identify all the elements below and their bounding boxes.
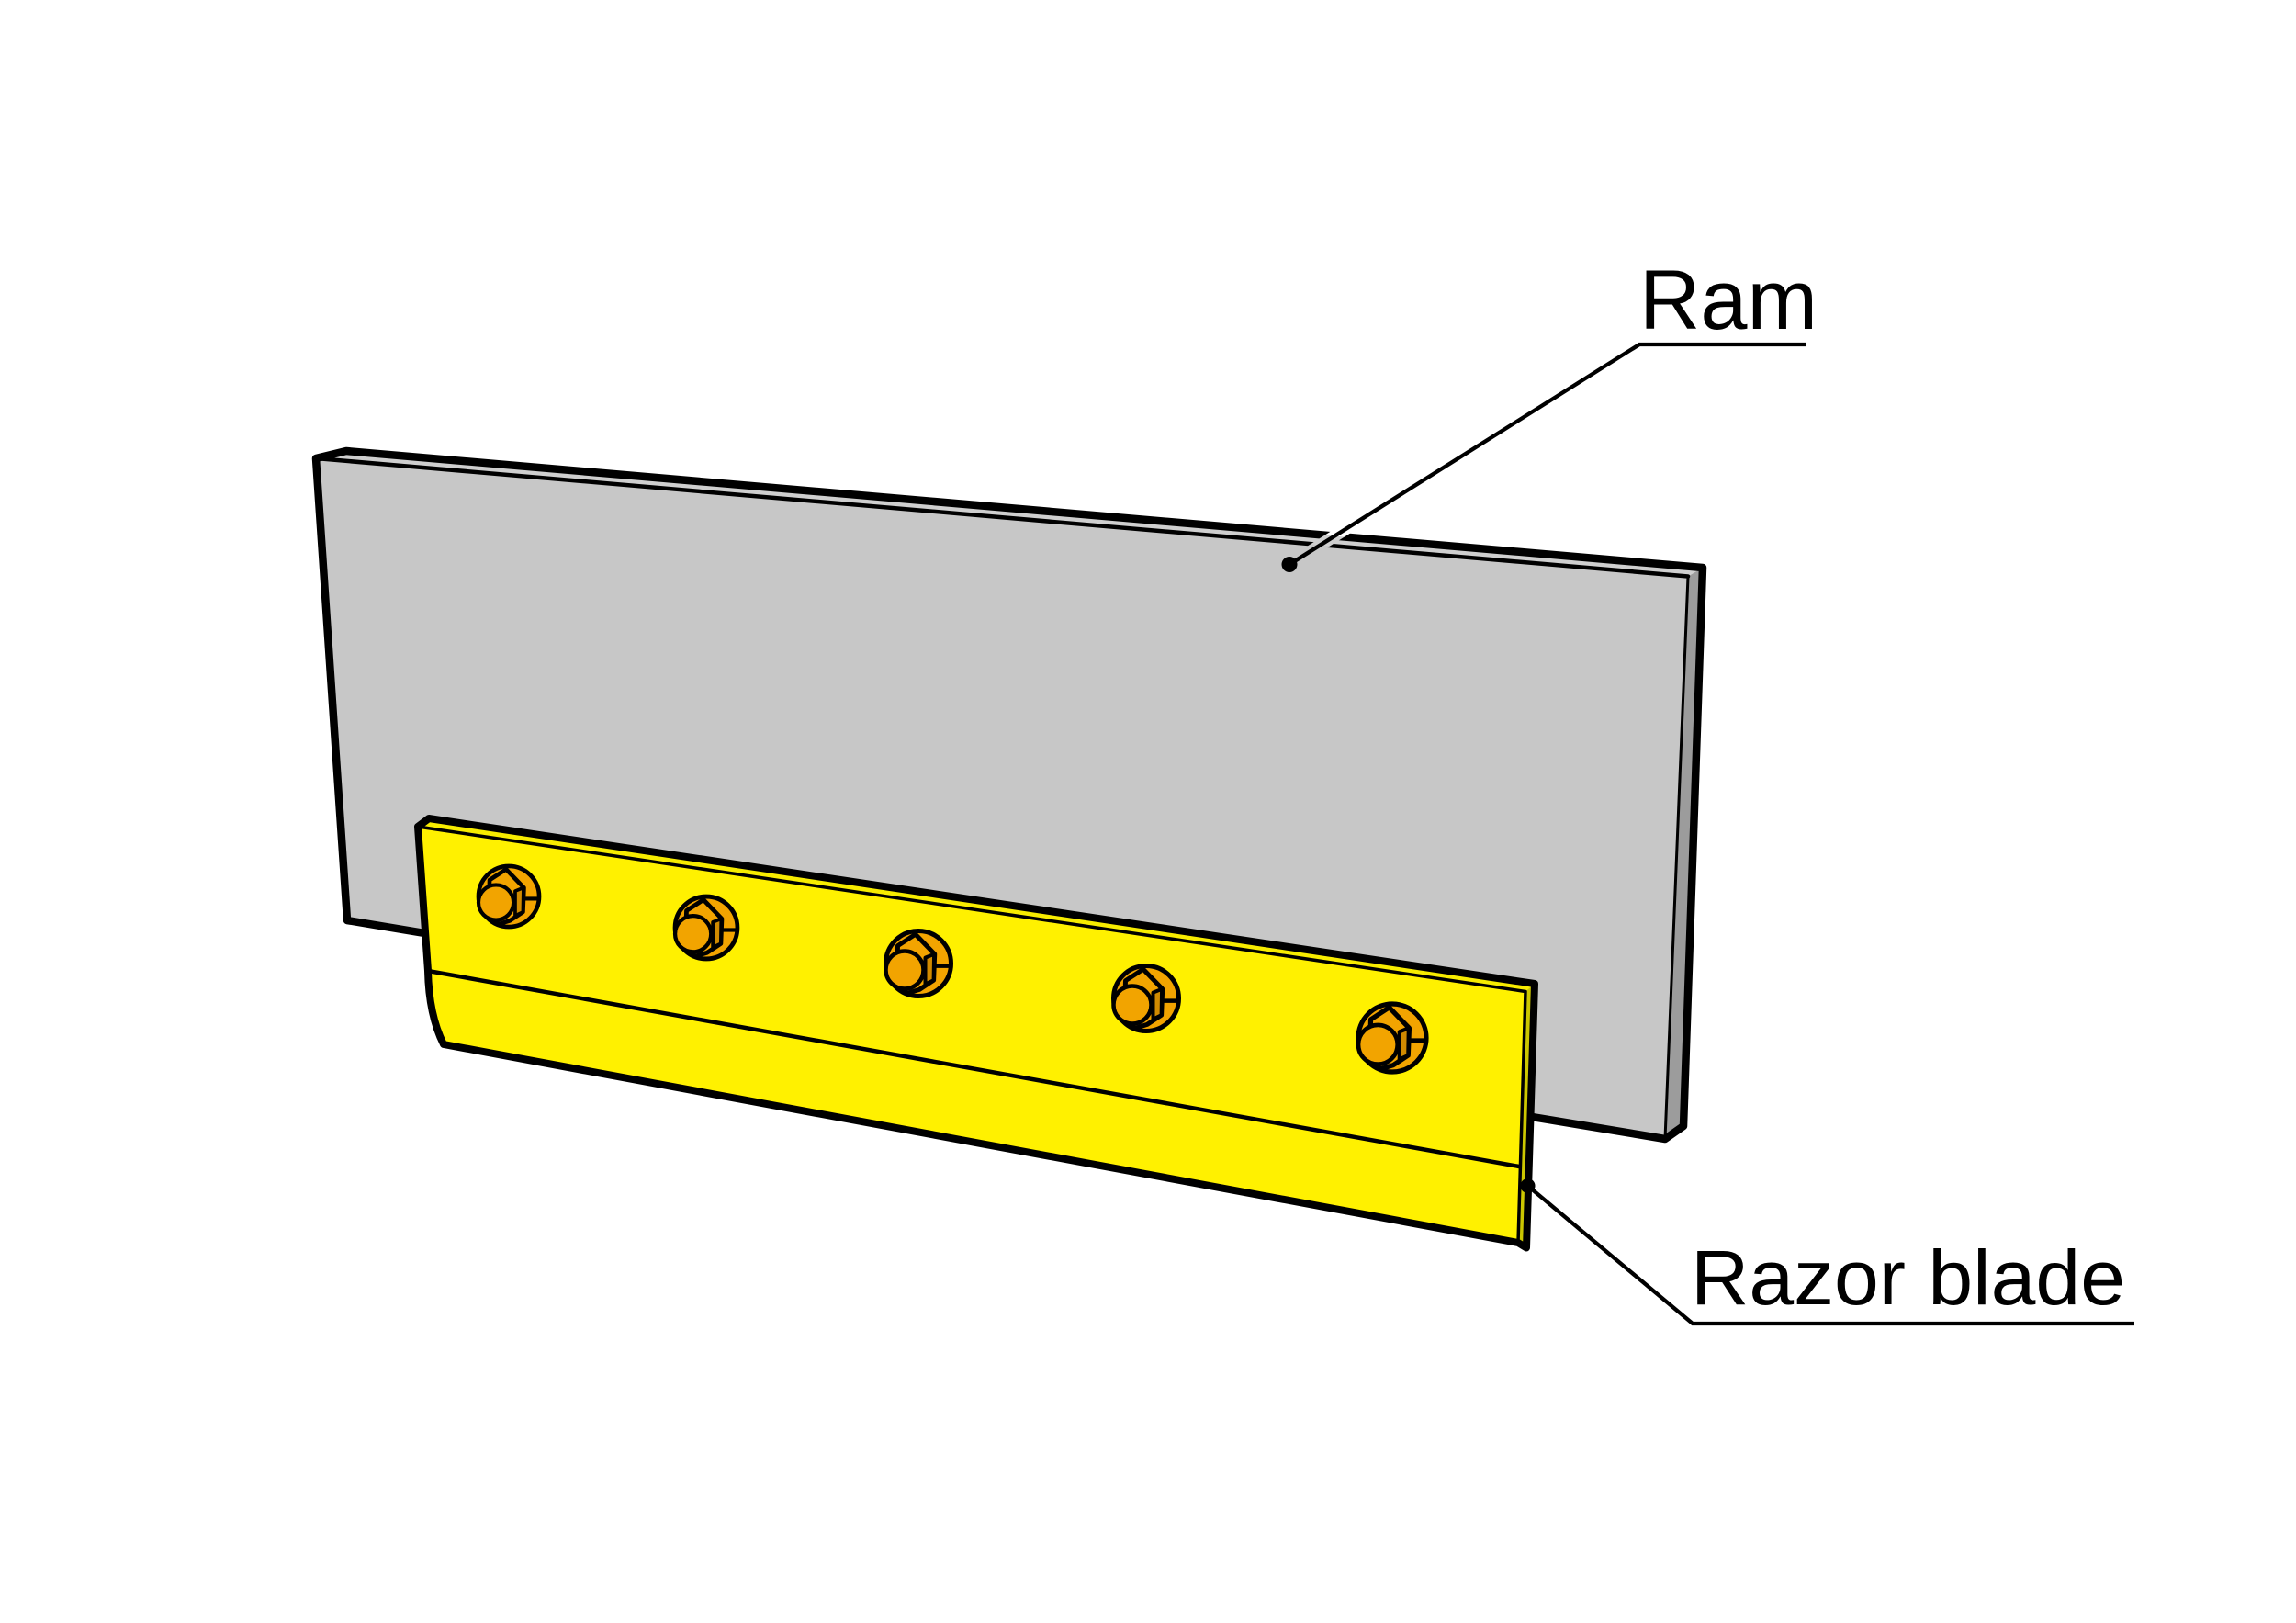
svg-text:Razor blade: Razor blade: [1691, 1234, 2125, 1321]
svg-text:Ram: Ram: [1639, 254, 1818, 347]
